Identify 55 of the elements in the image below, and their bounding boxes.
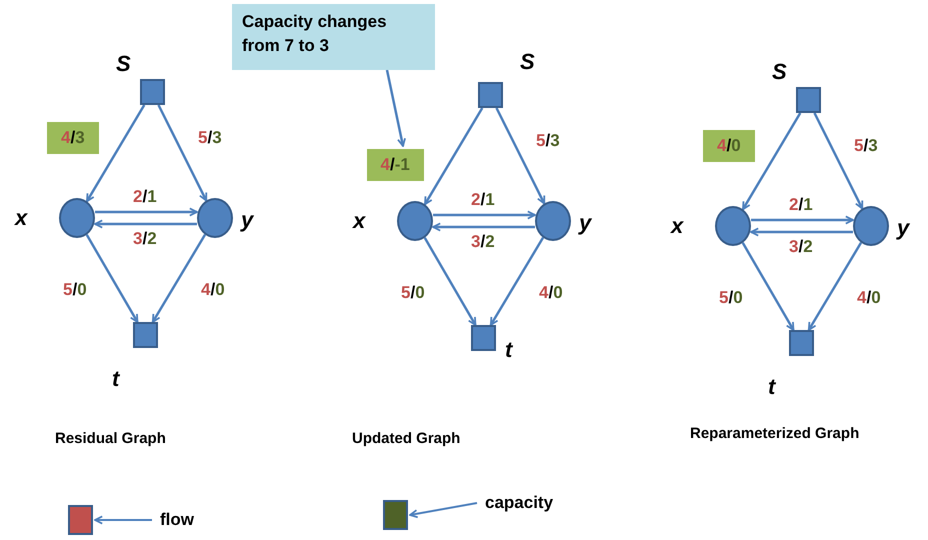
edge-label: 4/0 [200,279,226,301]
edge-label: 2/1 [132,186,158,208]
edge-label: 4/0 [703,130,755,162]
arrow [751,216,854,224]
edge-label: 5/3 [197,127,223,149]
graph-caption: Updated Graph [352,430,460,447]
edge-label: 4/0 [856,287,882,309]
leader-line [386,70,406,147]
graph-caption: Reparameterized Graph [690,425,860,442]
callout-box: Capacity changes from 7 to 3 [232,4,435,70]
arrow [750,228,853,236]
arrow [86,234,139,323]
arrow [152,234,206,323]
node-label: y [897,216,910,240]
node-label: t [112,367,120,391]
node-label: t [768,375,776,399]
legend-label: capacity [485,493,554,513]
edge-label: 2/1 [470,189,496,211]
edge-label: 3/2 [470,231,496,253]
arrow [808,242,862,331]
node-label: S [772,60,787,84]
edge-label: 4/3 [47,122,99,154]
node-label: t [505,338,512,362]
arrow [424,237,477,326]
node-label: x [15,206,28,230]
arrow [490,237,544,326]
arrow [432,222,535,232]
edge-label: 2/1 [788,194,814,216]
edge-label: 5/3 [853,135,879,157]
arrow [742,242,795,331]
arrow [86,104,146,202]
node-label: S [116,52,131,76]
arrow [742,112,802,210]
edge-label: 3/2 [788,236,814,258]
arrow [424,107,484,206]
edge-label: 4/0 [538,282,564,304]
arrow [495,107,546,204]
arrow [95,208,198,216]
edge-label: 3/2 [132,228,158,250]
edge-label: 5/3 [535,130,561,152]
node-label: S [520,50,535,74]
arrow [157,104,208,202]
node-label: y [241,208,254,232]
node-label: x [671,214,684,238]
edge-label: 5/0 [62,279,88,301]
node-label: x [353,209,366,233]
graph-caption: Residual Graph [55,430,166,447]
edge-label: 4/-1 [366,149,424,181]
node-label: y [579,211,592,235]
edge-label: 5/0 [718,287,744,309]
edge-label: 5/0 [400,282,426,304]
arrow [94,220,197,228]
arrow [813,112,864,210]
legend-label: flow [160,510,194,530]
arrow [433,210,536,220]
